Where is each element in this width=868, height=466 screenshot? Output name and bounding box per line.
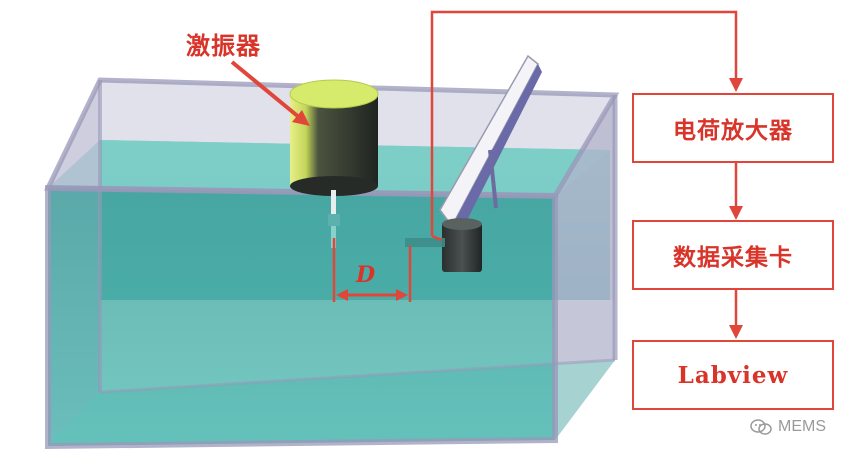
sensor-block [442, 222, 482, 272]
watermark-text: MEMS [778, 418, 826, 435]
daq-card-box: 数据采集卡 [632, 220, 834, 290]
exciter-top [289, 79, 379, 109]
charge-amplifier-box: 电荷放大器 [632, 93, 834, 163]
watermark: MEMS [750, 418, 826, 436]
charge-amplifier-label: 电荷放大器 [673, 118, 793, 144]
labview-box: Labview [632, 340, 834, 410]
daq-card-label: 数据采集卡 [673, 245, 793, 271]
signal-wire [430, 10, 738, 236]
water-front [48, 188, 555, 446]
labview-label: Labview [677, 361, 789, 389]
distance-label: D [356, 262, 376, 288]
tank-right-wall [555, 95, 615, 440]
wechat-icon [750, 419, 772, 435]
exciter-pointer-arrow [230, 60, 302, 120]
exciter-label: 激振器 [186, 32, 261, 60]
exciter-body [290, 94, 378, 186]
